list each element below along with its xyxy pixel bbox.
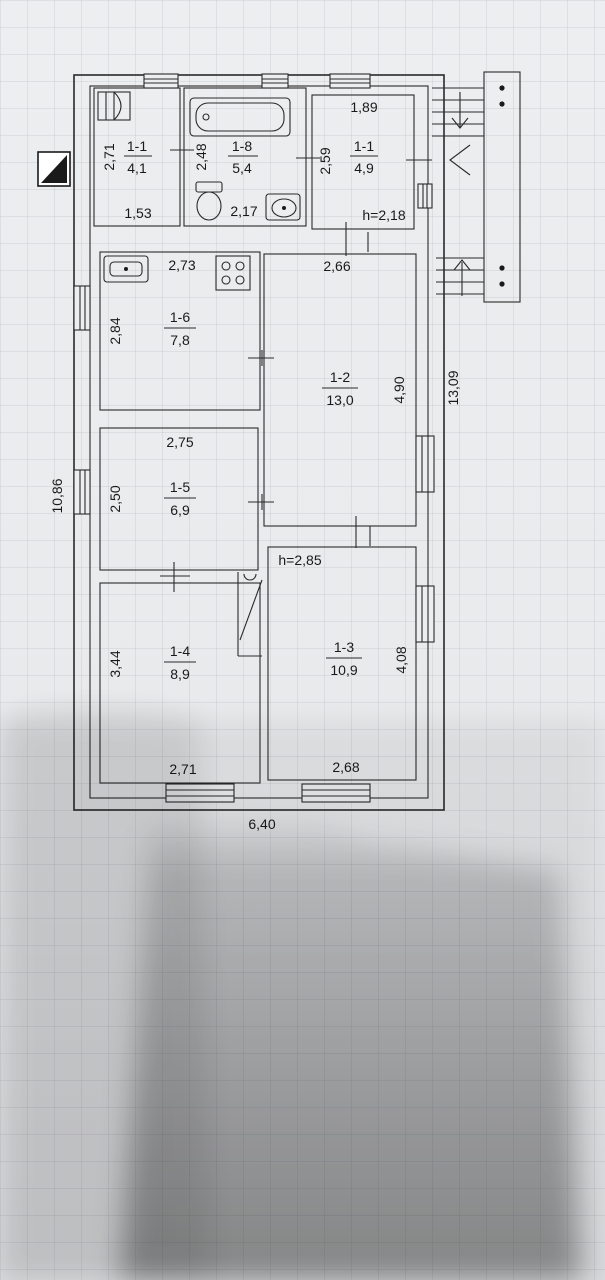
room-number-1-6: 1-6: [170, 309, 190, 325]
window-top-1-1: [329, 73, 371, 89]
dim-1-3-bottom: 2,68: [332, 759, 359, 775]
dim-1-4-bottom: 2,71: [169, 761, 196, 777]
room-area-1-6: 7,8: [170, 332, 190, 348]
window-right-1-1: [417, 183, 433, 209]
entrance-porch-bottom: [436, 257, 505, 296]
dim-overall-width: 6,40: [248, 816, 275, 832]
window-top-1-8: [261, 73, 289, 89]
room-number-1-2: 1-2: [330, 369, 350, 385]
dim-1-5-side: 2,50: [107, 485, 123, 512]
dim-1-1-top: 1,89: [350, 99, 377, 115]
room-label-1-8: 1-8 5,4: [228, 138, 258, 176]
dim-1-1-height: h=2,18: [362, 207, 405, 223]
room-1-4: [99, 582, 261, 784]
dim-1-6-top: 2,73: [168, 257, 195, 273]
window-left-1-5: [73, 469, 91, 515]
room-label-1-6: 1-6 7,8: [164, 309, 196, 348]
room-1-5: [99, 427, 259, 571]
dim-1-3-height: h=2,85: [278, 552, 321, 568]
stove-icon: [215, 255, 251, 291]
door-marks: [160, 149, 432, 592]
room-area-1-4: 8,9: [170, 666, 190, 682]
dim-1-1-side: 2,59: [317, 147, 333, 174]
washbasin-icon: [265, 193, 301, 221]
dim-1-6-side: 2,84: [107, 317, 123, 344]
dim-1-2-side: 4,90: [391, 376, 407, 403]
room-area-1-7: 4,1: [127, 160, 147, 176]
window-bottom-1-4: [165, 783, 235, 803]
legend-symbol: [37, 151, 71, 187]
room-1-7: [93, 87, 181, 227]
room-number-1-4: 1-4: [170, 643, 190, 659]
dim-1-8-bottom: 2,17: [230, 203, 257, 219]
window-top-1-7: [143, 73, 179, 89]
window-right-1-2: [415, 435, 435, 493]
room-area-1-5: 6,9: [170, 502, 190, 518]
dim-1-3-side: 4,08: [393, 646, 409, 673]
room-number-1-8: 1-8: [232, 138, 252, 154]
entrance-porch-top: [432, 71, 521, 303]
door-swing-line: [239, 579, 263, 641]
room-1-2: [263, 253, 417, 527]
shower-icon: [97, 91, 131, 121]
toilet-icon: [195, 181, 223, 221]
dim-1-2-top: 2,66: [323, 258, 350, 274]
dim-1-4-side: 3,44: [107, 650, 123, 677]
room-1-6: [99, 251, 261, 411]
room-area-1-3: 10,9: [330, 662, 357, 678]
room-1-8: [183, 87, 307, 227]
room-number-1-7: 1-1: [127, 138, 147, 154]
window-right-1-3: [415, 585, 435, 643]
dim-overall-height: 10,86: [49, 478, 65, 513]
dim-1-8-side: 2,48: [193, 143, 209, 170]
window-bottom-1-3: [301, 783, 371, 803]
dim-1-7-side: 2,71: [101, 143, 117, 170]
door-arc: [243, 573, 257, 581]
room-label-1-1: 1-1 4,9: [350, 138, 378, 176]
room-label-1-4: 1-4 8,9: [164, 643, 196, 682]
room-number-1-5: 1-5: [170, 479, 190, 495]
room-area-1-1: 4,9: [354, 160, 374, 176]
dim-overall-length: 13,09: [445, 370, 461, 405]
room-label-1-7: 1-1 4,1: [124, 138, 152, 176]
dim-1-7-bottom: 1,53: [124, 205, 151, 221]
sink-icon: [103, 255, 149, 283]
room-label-1-5: 1-5 6,9: [164, 479, 196, 518]
room-1-1: [311, 94, 415, 230]
outer-wall: [73, 74, 445, 811]
room-area-1-2: 13,0: [326, 392, 353, 408]
dim-1-5-top: 2,75: [166, 434, 193, 450]
inner-wall-outline: [89, 85, 429, 799]
room-number-1-3: 1-3: [334, 639, 354, 655]
room-number-1-1: 1-1: [354, 138, 374, 154]
bathtub-icon: [189, 97, 291, 137]
room-label-1-3: 1-3 10,9: [326, 639, 362, 678]
room-label-1-2: 1-2 13,0: [322, 369, 358, 408]
window-left-1-6: [73, 285, 91, 331]
room-area-1-8: 5,4: [232, 160, 252, 176]
